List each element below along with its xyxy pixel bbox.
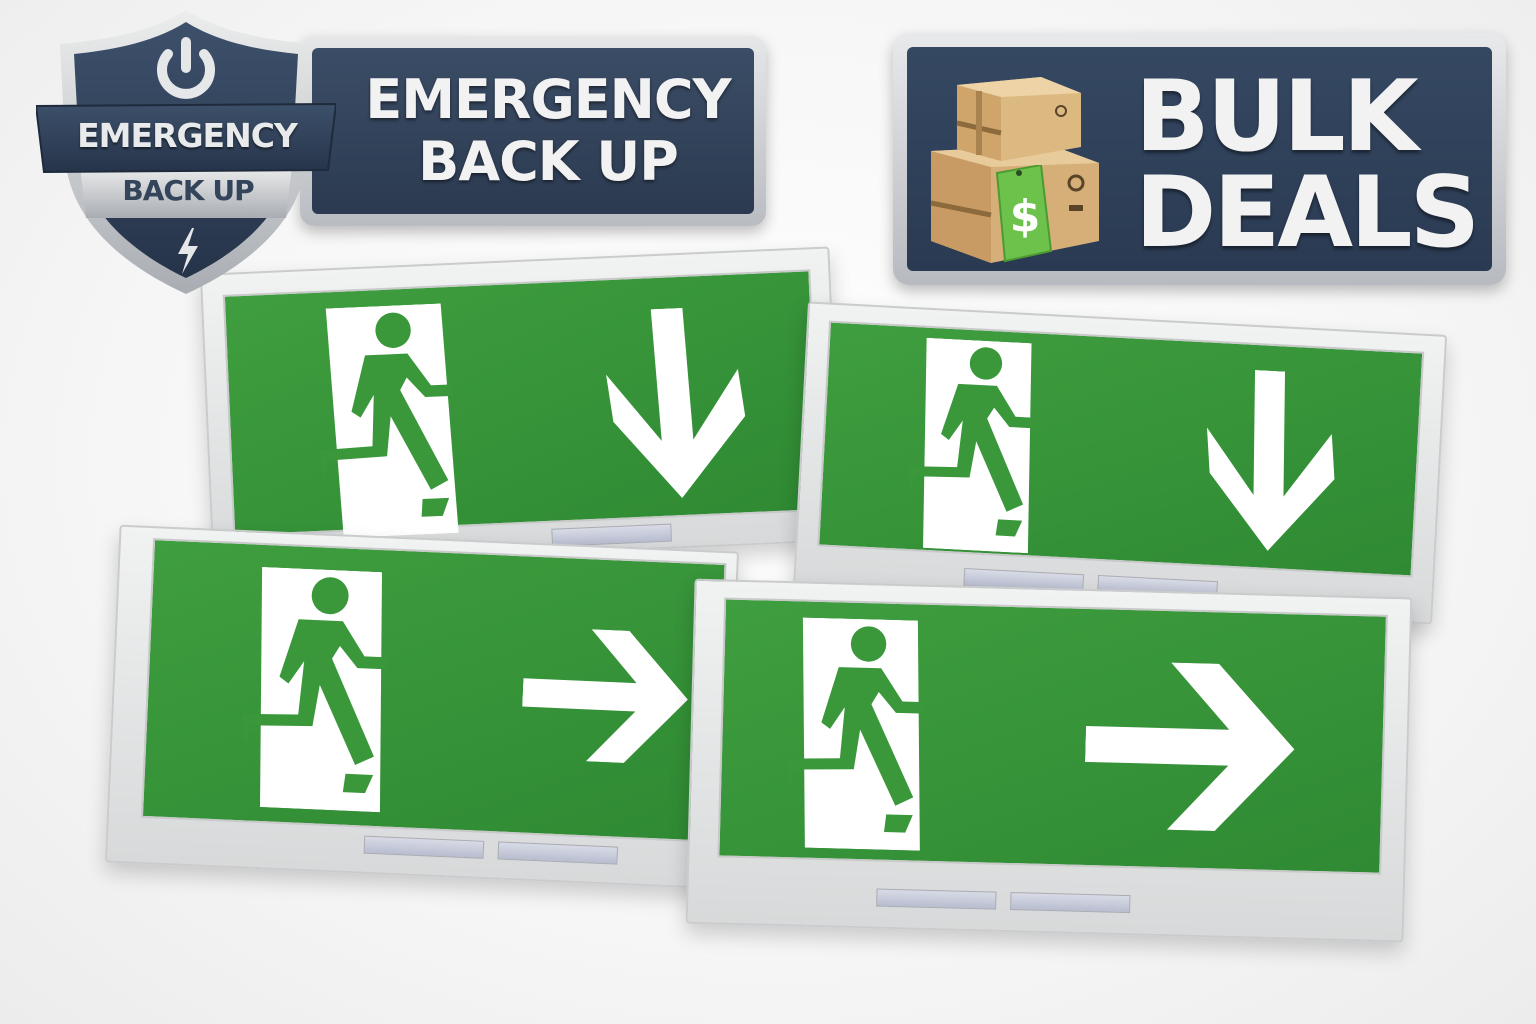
dollar-tag-icon: $: [995, 165, 1053, 263]
arrow-down-icon: [1191, 367, 1350, 555]
bulk-deals-banner-panel: $ BULK DEALS: [907, 47, 1492, 271]
led-panel: [1010, 892, 1131, 914]
banner-line-2: BACK UP: [418, 130, 679, 193]
shield-ribbon-text: EMERGENCY: [77, 116, 298, 155]
emergency-backup-banner-panel: EMERGENCY BACK UP: [312, 48, 754, 214]
arrow-right-icon: [520, 622, 696, 769]
dollar-symbol: $: [1010, 191, 1041, 242]
bulk-deals-text: BULK DEALS: [1135, 60, 1480, 270]
bulk-line-2: DEALS: [1135, 156, 1480, 270]
running-man-exit-icon: [768, 617, 974, 852]
emergency-backup-banner: EMERGENCY BACK UP: [300, 36, 766, 226]
running-man-exit-icon: [885, 336, 1086, 556]
running-man-exit-icon: [226, 566, 436, 814]
running-man-exit-icon: [297, 301, 507, 540]
shield-lower-text: BACK UP: [122, 174, 254, 207]
shield-badge-icon: [36, 10, 336, 294]
arrow-down-icon: [597, 305, 755, 501]
bulk-line-1: BULK: [1135, 60, 1419, 174]
exit-sign-down-2: [792, 301, 1448, 625]
exit-sign-right-1: [104, 524, 740, 890]
banner-line-1: EMERGENCY: [365, 68, 731, 131]
arrow-right-icon: [1083, 659, 1302, 835]
led-panel: [876, 888, 997, 910]
bulk-deals-banner: $ BULK DEALS: [893, 33, 1506, 285]
exit-sign-right-2: [685, 578, 1413, 943]
